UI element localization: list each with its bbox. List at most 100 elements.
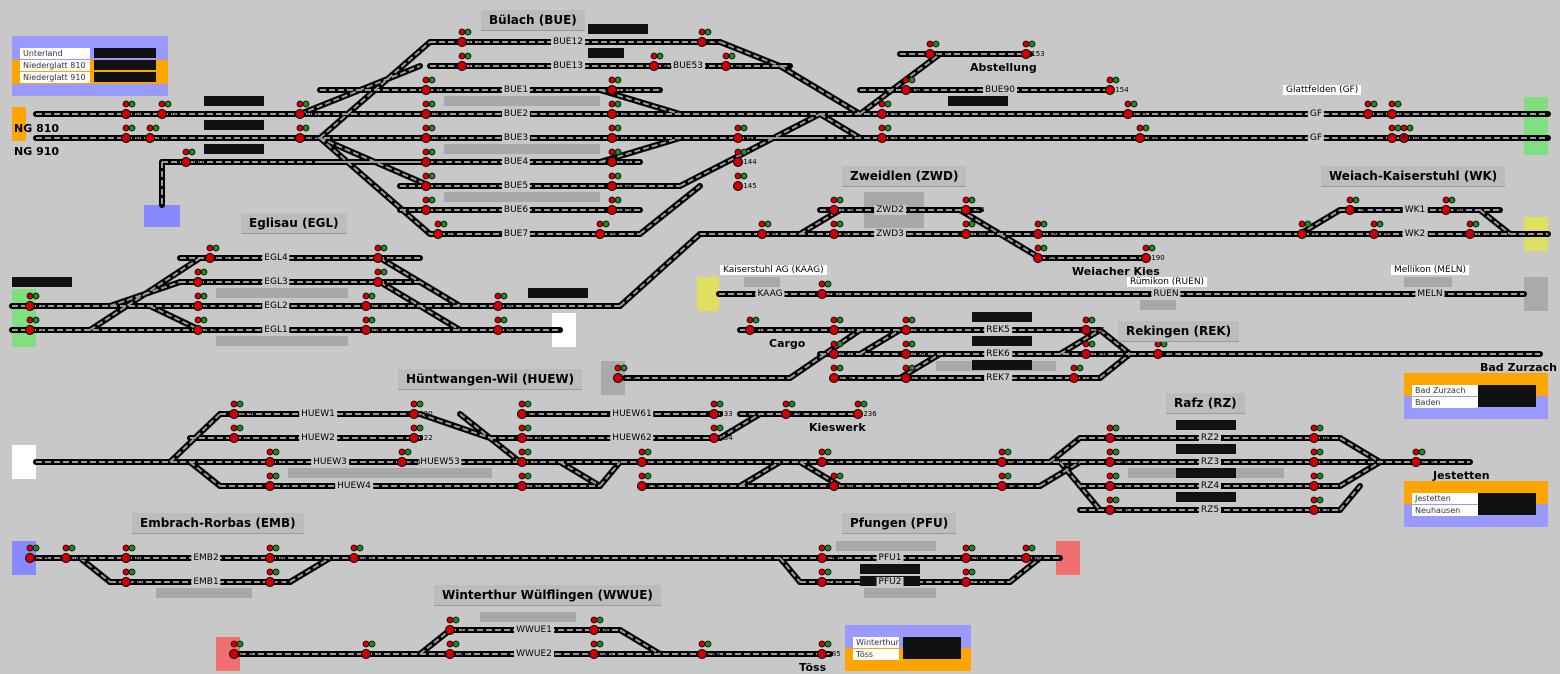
signal-green-light (824, 448, 832, 456)
signal-number: 248 (1115, 458, 1129, 466)
signal-number: 207 (839, 350, 853, 358)
signal-number: 169 (305, 134, 319, 142)
signal-number: 186 (971, 230, 985, 238)
signal-red-light (1105, 433, 1115, 443)
signal-green-light (128, 124, 136, 132)
track-center (299, 65, 421, 115)
signal-red-light (1033, 253, 1043, 263)
signal-green-light (644, 472, 652, 480)
signal-number: 206 (1091, 326, 1105, 334)
track-center (959, 209, 1001, 235)
signal-red-light (518, 472, 526, 480)
track-center (719, 413, 761, 439)
signal-green-light (1316, 448, 1324, 456)
signal-red-light (1310, 448, 1318, 456)
track-center (319, 137, 431, 235)
panel-display (94, 48, 156, 58)
signal-red-light (518, 448, 526, 456)
signal-green-light (1394, 124, 1402, 132)
signal-green-light (1316, 472, 1324, 480)
exit-block-glattfelden (1524, 97, 1548, 155)
signal-number: 141 (659, 62, 673, 70)
lcd-display (1176, 492, 1236, 502)
track-label-emb1: EMB1 (191, 577, 221, 587)
track-label-egl1: EGL1 (262, 325, 290, 335)
signal-red-light (1135, 133, 1145, 143)
signal-red-light (229, 409, 239, 419)
signal-number: 210 (1163, 350, 1177, 358)
signal-red-light (230, 400, 238, 408)
signal-red-light (446, 616, 454, 624)
signal-red-light (596, 220, 604, 228)
signal-green-light (32, 316, 40, 324)
signal-green-light (452, 616, 460, 624)
signal-green-light (968, 544, 976, 552)
signal-red-light (818, 544, 826, 552)
track-label-pfu2: PFU2 (876, 577, 904, 587)
signal-number: 156 (1145, 134, 1159, 142)
signal-number: 215 (911, 374, 925, 382)
signal-green-light (614, 76, 622, 84)
signal-green-light (164, 100, 172, 108)
platform (216, 288, 348, 298)
track-label-egl3: EGL3 (262, 277, 290, 287)
signal-green-light (464, 52, 472, 60)
signal-red-light (997, 481, 1007, 491)
signal-number: 154 (1115, 86, 1129, 94)
signal-number: 203 (839, 326, 853, 334)
signal-number: 171 (383, 254, 397, 262)
signal-green-light (380, 244, 388, 252)
signal-red-light (1441, 205, 1451, 215)
track-center (319, 137, 431, 187)
signal-red-light (1412, 448, 1420, 456)
signal-red-light (458, 28, 466, 36)
signal-red-light (517, 457, 527, 467)
signal-green-light (1004, 448, 1012, 456)
signal-green-light (428, 124, 436, 132)
signal-red-light (230, 424, 238, 432)
signal-number: 101 (131, 110, 145, 118)
platform (216, 336, 348, 346)
signal-number: 222 (419, 434, 433, 442)
signal-number: 183 (839, 206, 853, 214)
lcd-display (972, 336, 1032, 346)
lcd-display (204, 120, 264, 130)
track-label-bue1: BUE1 (501, 85, 531, 95)
signal-red-light (205, 253, 215, 263)
signal-number: 133 (617, 158, 631, 166)
signal-red-light (998, 448, 1006, 456)
signal-red-light (121, 577, 131, 587)
signal-red-light (25, 553, 35, 563)
signal-number: 258 (1421, 458, 1435, 466)
signal-red-light (746, 316, 754, 324)
signal-red-light (1106, 496, 1114, 504)
panel-bad-zurzach-row: Baden (1412, 397, 1478, 408)
signal-green-light (860, 400, 868, 408)
signal-red-light (446, 640, 454, 648)
signal-green-light (236, 424, 244, 432)
signal-red-light (1034, 244, 1042, 252)
signal-number: 109 (431, 134, 445, 142)
exit-block-meln (1524, 277, 1548, 311)
signal-number: 229 (527, 458, 541, 466)
signal-green-light (128, 100, 136, 108)
signal-red-light (1021, 49, 1031, 59)
platform (1140, 300, 1176, 310)
signal-red-light (398, 448, 406, 456)
signal-green-light (1148, 244, 1156, 252)
signal-number: 242 (1007, 482, 1021, 490)
signal-red-light (733, 181, 743, 191)
signal-number: 167 (191, 158, 205, 166)
signal-red-light (590, 640, 598, 648)
track-center (419, 629, 451, 655)
signal-red-light (122, 100, 130, 108)
track-label-bue90: BUE90 (983, 85, 1017, 95)
station-label-pfungen: Pfungen (PFU) (842, 513, 957, 534)
signal-red-light (1370, 220, 1378, 228)
signal-number: 214 (839, 374, 853, 382)
signal-green-light (908, 76, 916, 84)
signal-red-light (421, 109, 431, 119)
signal-green-light (596, 640, 604, 648)
platform (444, 144, 600, 154)
